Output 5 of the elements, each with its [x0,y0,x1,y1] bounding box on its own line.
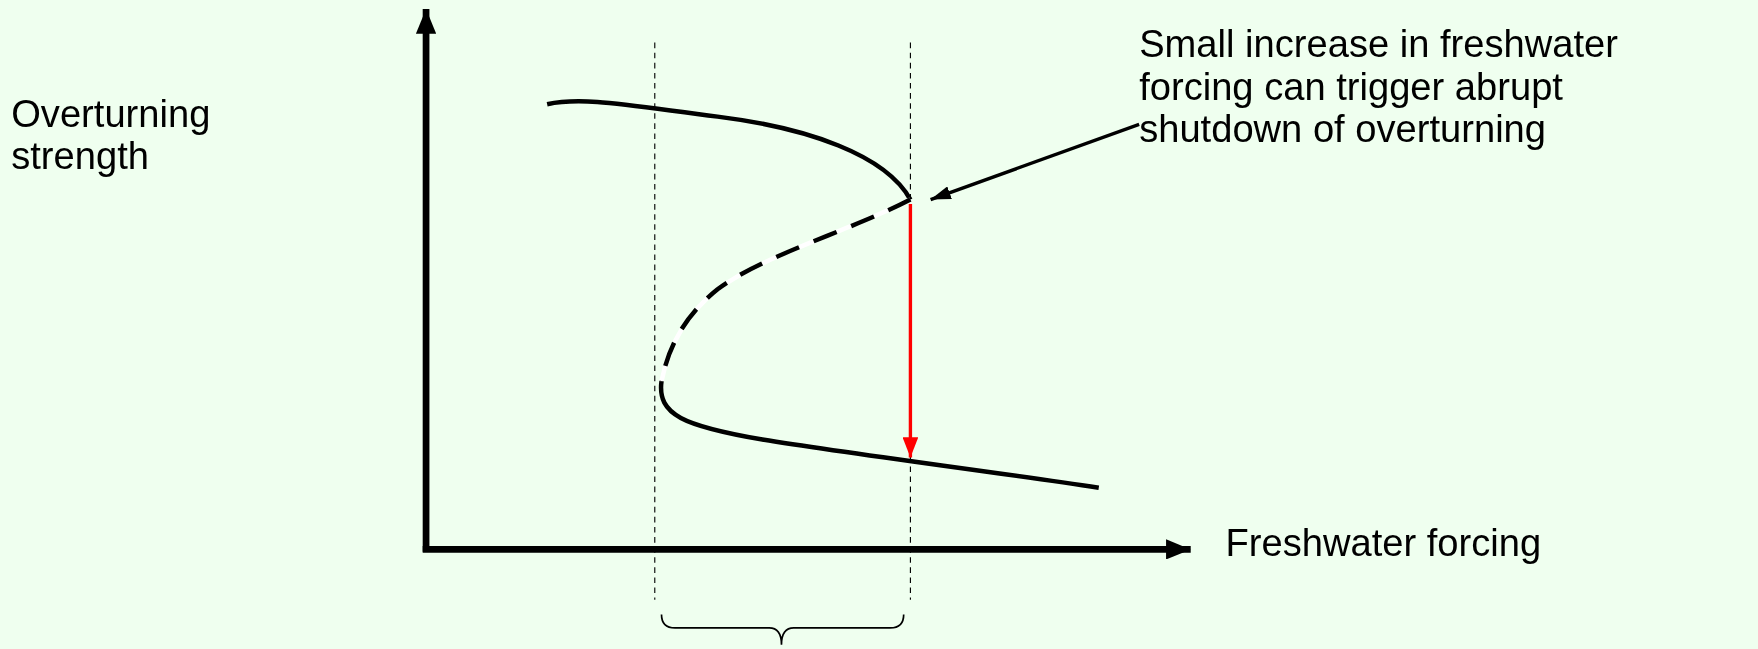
axis-label: Overturning strength [11,91,212,178]
leader-line [930,122,1140,202]
annotation-text: Small increase in freshwater forcing can trigger abrupt shutdown of overturning [1139,22,1678,151]
hysteresis-curve [546,99,1100,490]
axis-label: Freshwater forcing [1225,521,1542,564]
